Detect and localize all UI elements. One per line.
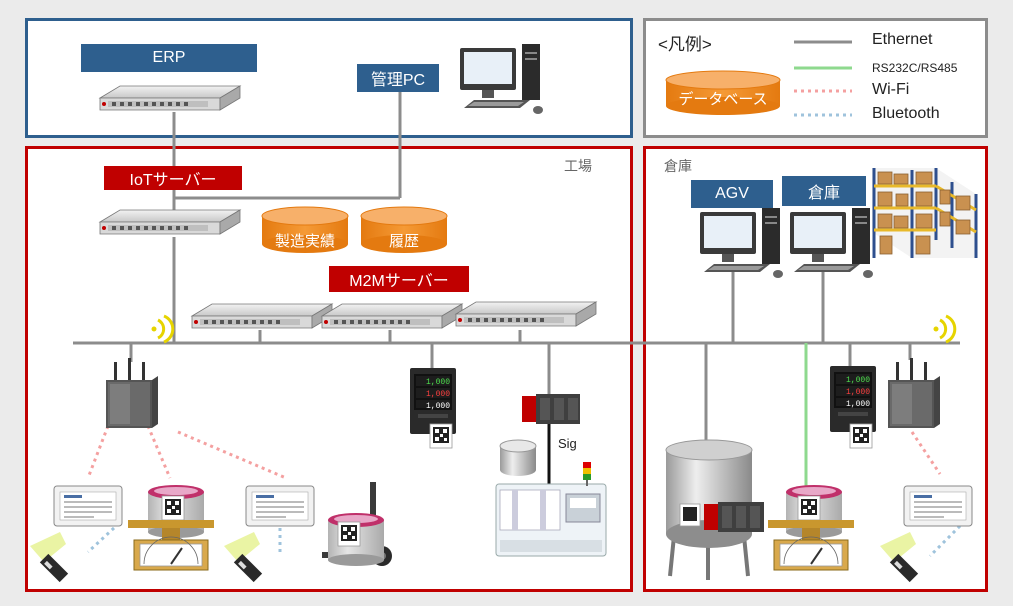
db-rireki: 履歴 (388, 233, 419, 250)
controller-display-factory: 1,000 1,000 1,000 (416, 377, 450, 413)
db-seizo-jisseki: 製造実績 (274, 233, 335, 250)
display-line-3: 1,000 (845, 400, 870, 409)
warehouse-area-label: 倉庫 (664, 158, 692, 174)
legend-bluetooth: Bluetooth (872, 105, 940, 122)
agv-label: AGV (691, 180, 773, 208)
legend-wifi: Wi-Fi (872, 81, 910, 98)
legend-rs232: RS232C/RS485 (872, 61, 958, 75)
sig-label: Sig (558, 436, 577, 451)
display-line-1: 1,000 (845, 376, 870, 385)
iot-server-label: IoTサーバー (104, 166, 242, 190)
display-line-2: 1,000 (845, 388, 870, 397)
legend-ethernet: Ethernet (872, 31, 933, 48)
display-line-3: 1,000 (425, 402, 450, 411)
controller-display-warehouse: 1,000 1,000 1,000 (836, 375, 870, 411)
legend-database-label: データベース (678, 91, 768, 108)
legend-title: <凡例> (658, 35, 712, 54)
display-line-2: 1,000 (425, 390, 450, 399)
m2m-server-label: M2Mサーバー (329, 266, 469, 292)
kanri-pc-label: 管理PC (357, 64, 439, 92)
souko-label: 倉庫 (782, 176, 866, 206)
display-line-1: 1,000 (425, 378, 450, 387)
factory-area-label: 工場 (564, 158, 592, 174)
erp-label: ERP (81, 44, 257, 72)
